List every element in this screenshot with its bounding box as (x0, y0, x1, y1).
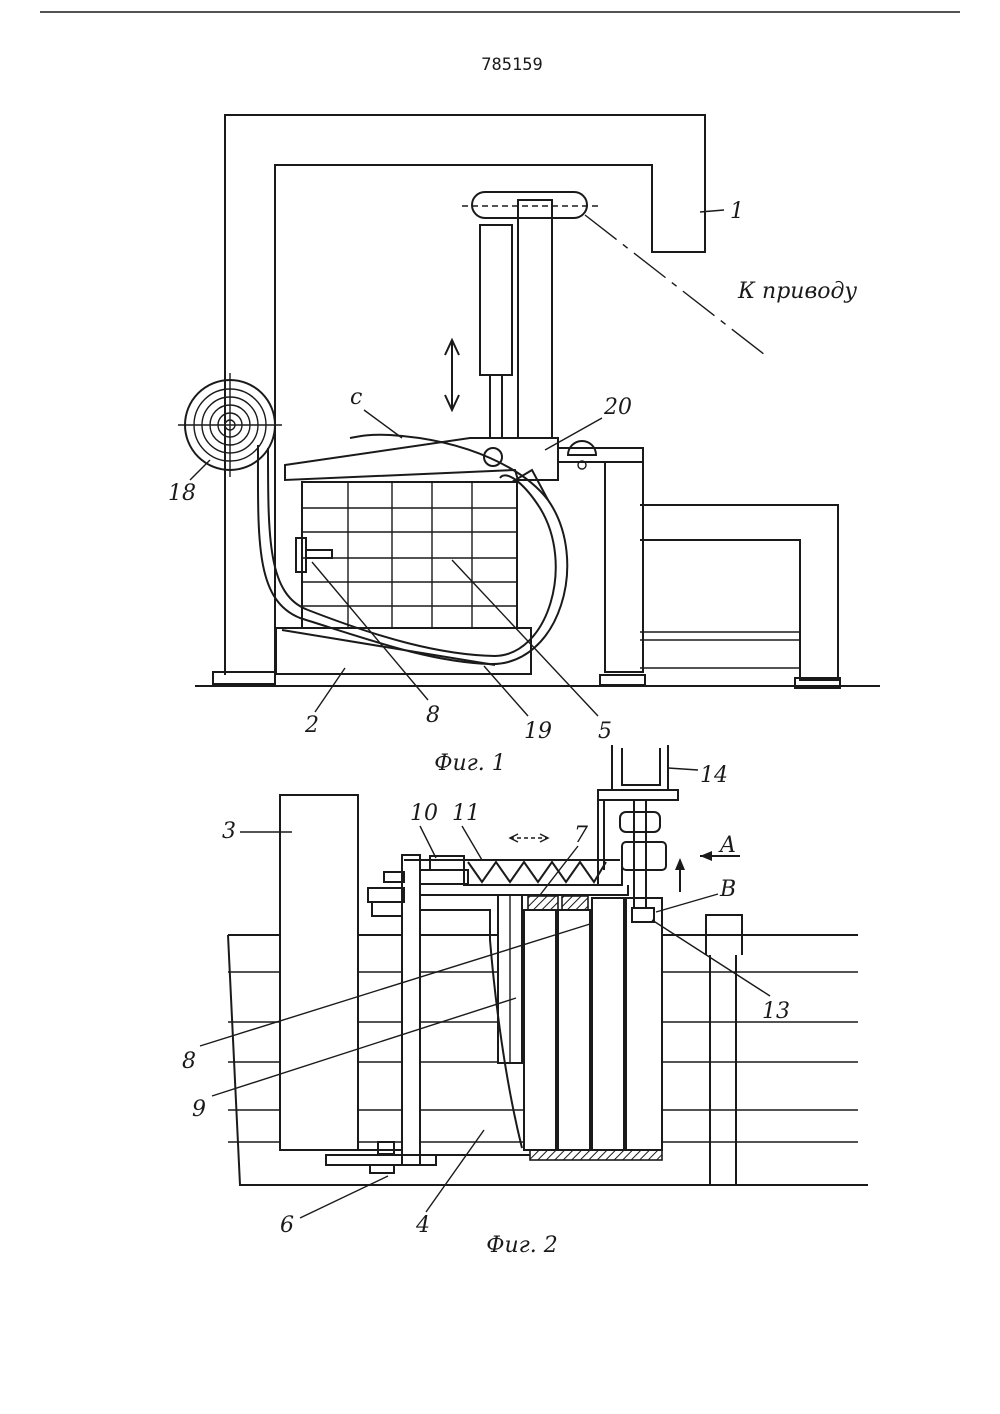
fig2-caption: Фиг. 2 (486, 1233, 558, 1258)
label-frame-1: 1 (730, 199, 744, 224)
clamp-8-jaw (306, 550, 332, 558)
bracket-left (368, 888, 404, 902)
brick-stack (302, 482, 517, 632)
label-14: 14 (700, 763, 728, 788)
leader-10 (420, 826, 436, 858)
label-2: 2 (304, 713, 319, 738)
figure-1: 1 К приводу с 20 18 2 8 19 5 Фиг. 1 (168, 115, 880, 776)
label-7: 7 (574, 823, 588, 848)
hatched-block (562, 896, 588, 910)
label-a: A (718, 833, 736, 858)
strap-coil (178, 373, 282, 477)
plate-3 (592, 898, 624, 1150)
bottom-hatched-plate (530, 1150, 662, 1160)
rod-segment (420, 870, 468, 884)
label-drive: К приводу (737, 279, 857, 304)
part-6-nut (378, 1142, 394, 1154)
right-post (605, 462, 643, 672)
guide-column (518, 200, 552, 440)
bracket-left-2 (372, 902, 402, 916)
vertical-cylinder (480, 225, 512, 375)
plate-7-top (420, 885, 628, 895)
leader-14 (668, 768, 698, 770)
fig1-caption: Фиг. 1 (434, 751, 506, 776)
part-10-block (430, 856, 464, 870)
leader-20 (545, 418, 602, 450)
leader-9 (212, 998, 516, 1096)
top-pulley-bar (472, 192, 587, 218)
label-13: 13 (762, 999, 790, 1024)
stem-block (622, 842, 666, 870)
label-5: 5 (598, 719, 612, 744)
label-18: 18 (168, 481, 196, 506)
stack-outline (302, 482, 517, 632)
part-6-block (370, 1165, 394, 1173)
leader-6 (300, 1176, 388, 1218)
label-6: 6 (280, 1213, 294, 1238)
cylinder-14-inner (622, 748, 660, 785)
column-3 (280, 795, 358, 1150)
leader-18 (190, 460, 210, 480)
cylinder-flange (598, 790, 678, 800)
patent-number: 785159 (481, 55, 542, 75)
stem-collar (620, 812, 660, 832)
label-8: 8 (426, 703, 440, 728)
label-8-fig2: 8 (182, 1049, 196, 1074)
leader-1 (700, 210, 724, 212)
plate-1 (524, 910, 556, 1150)
frame-foot-left (213, 672, 275, 684)
arrow-up-head (675, 858, 685, 870)
label-c: с (350, 385, 362, 410)
hatched-block (528, 896, 558, 910)
spring-11 (468, 862, 606, 882)
label-9: 9 (192, 1097, 206, 1122)
label-20: 20 (603, 395, 632, 420)
plate-2 (558, 910, 590, 1150)
label-3: 3 (222, 819, 236, 844)
label-19: 19 (524, 719, 552, 744)
frame-outer (225, 115, 705, 675)
label-10: 10 (410, 801, 438, 826)
foot-right-post (600, 675, 645, 685)
label-b: B (719, 877, 736, 902)
label-4: 4 (415, 1213, 430, 1238)
leader-b (656, 894, 718, 912)
label-11: 11 (452, 801, 480, 826)
leader-11 (462, 826, 482, 860)
figure-2: 3 10 11 7 14 A B 13 8 9 6 4 Фиг. 2 (182, 745, 868, 1258)
press-head (285, 438, 558, 480)
conveyor-frame (640, 505, 838, 680)
arrow-a-head (700, 851, 712, 861)
leader-c (364, 410, 402, 438)
plate-4 (626, 898, 662, 1150)
